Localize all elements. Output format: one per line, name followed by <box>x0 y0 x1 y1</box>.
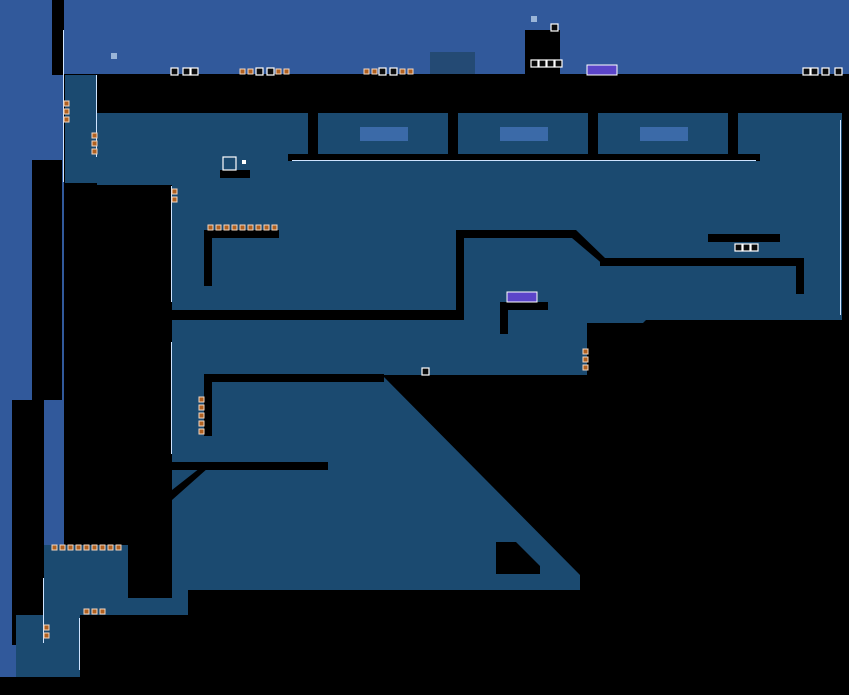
ledge-spikes-post <box>204 236 212 286</box>
edge-shaft-right <box>96 75 97 157</box>
edge-right <box>840 120 841 315</box>
antenna-light <box>111 53 117 59</box>
ledge-crates-right <box>708 234 780 242</box>
tower-light <box>531 16 537 22</box>
edge-lower-left <box>171 342 172 454</box>
water-shaft-left <box>65 75 97 183</box>
spike-icon <box>43 68 589 639</box>
pillar-3 <box>588 113 598 158</box>
inner-wall <box>456 230 464 320</box>
window-3 <box>640 127 688 141</box>
ledge-spikes-row <box>204 230 279 238</box>
edge-mid-left <box>171 186 172 302</box>
portal-icon[interactable] <box>586 64 618 76</box>
player-bullet <box>242 160 246 164</box>
pillar-2 <box>448 113 458 158</box>
inner-ceiling-right <box>600 258 804 266</box>
water-corridor <box>172 320 587 375</box>
lower-slope-ledge <box>172 468 208 500</box>
ledge-portal-lower <box>500 302 548 310</box>
portal-icon[interactable] <box>506 291 538 303</box>
bottom-block <box>128 545 172 598</box>
edge-bottom-shaft <box>79 618 80 670</box>
crate-icon <box>170 23 843 376</box>
long-platform <box>288 154 760 161</box>
player-icon[interactable] <box>222 156 237 171</box>
window-2 <box>500 127 548 141</box>
long-platform-edge <box>292 160 756 161</box>
inner-ceiling <box>456 230 576 238</box>
bottom-floor-left <box>0 677 100 695</box>
water-bottom-shaft <box>16 615 81 677</box>
edge-bottom-pool <box>43 578 44 643</box>
lower-ceiling <box>204 374 384 382</box>
mid-floor <box>172 310 462 320</box>
slope-bump <box>496 542 540 574</box>
bottom-floor <box>80 615 849 695</box>
right-lower-mass <box>587 320 849 695</box>
pillar-4 <box>728 113 738 158</box>
inner-slope <box>572 230 605 266</box>
left-tower <box>52 0 64 75</box>
surface-building <box>430 52 475 75</box>
lower-ledge <box>172 462 328 470</box>
water-slope-chamber <box>172 375 580 590</box>
window-1 <box>360 127 408 141</box>
surface-tower <box>525 30 560 75</box>
ledge-small-upper <box>220 170 250 178</box>
water-bottom-pool <box>44 545 129 615</box>
left-cliff <box>32 160 62 400</box>
pillar-1 <box>308 113 318 158</box>
lower-post <box>204 374 212 436</box>
left-cliff-lower <box>12 400 44 645</box>
ledge-portal-post <box>500 302 508 334</box>
inner-post-right <box>796 258 804 294</box>
